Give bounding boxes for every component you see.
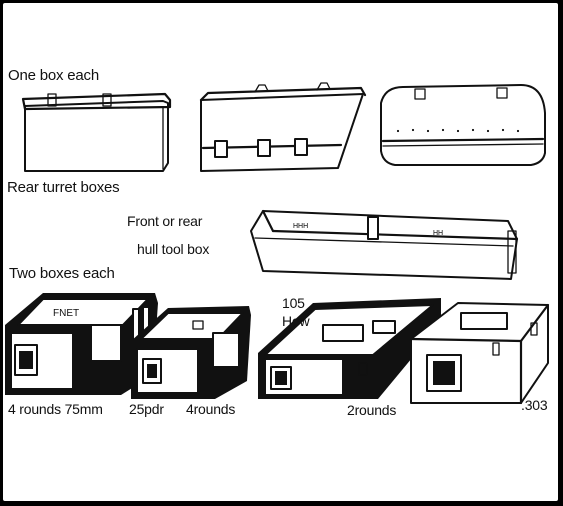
ammo-box-25pdr <box>131 306 251 399</box>
ammo-box-105-how <box>258 298 441 399</box>
rear-turret-box-3 <box>380 84 546 166</box>
label-105: 105 <box>282 295 305 311</box>
ammo-box-303 <box>409 302 550 405</box>
label-303: .303 <box>521 397 548 413</box>
stowage-boxes-drawing: HHH HH FNET <box>5 82 550 405</box>
svg-text:FNET: FNET <box>53 308 79 319</box>
label-front-or-rear: Front or rear <box>127 213 203 229</box>
rear-turret-box-1 <box>21 92 172 172</box>
label-two-boxes-each: Two boxes each <box>9 265 115 282</box>
label-how: How <box>282 313 310 329</box>
label-one-box-each: One box each <box>8 67 99 84</box>
svg-text:HH: HH <box>433 230 443 237</box>
label-4-rounds-75mm: 4 rounds 75mm <box>8 401 103 417</box>
label-4rounds: 4rounds <box>186 401 236 417</box>
label-hull-tool-box: hull tool box <box>137 241 210 257</box>
illustration-canvas: HHH HH FNET <box>3 3 558 501</box>
ammo-box-75mm: FNET <box>5 293 158 395</box>
rear-turret-box-2 <box>199 82 367 172</box>
svg-text:HHH: HHH <box>293 223 308 230</box>
label-2rounds: 2rounds <box>347 402 397 418</box>
label-rear-turret-boxes: Rear turret boxes <box>7 179 120 196</box>
hull-tool-box: HHH HH <box>250 209 519 280</box>
label-25pdr: 25pdr <box>129 401 164 417</box>
